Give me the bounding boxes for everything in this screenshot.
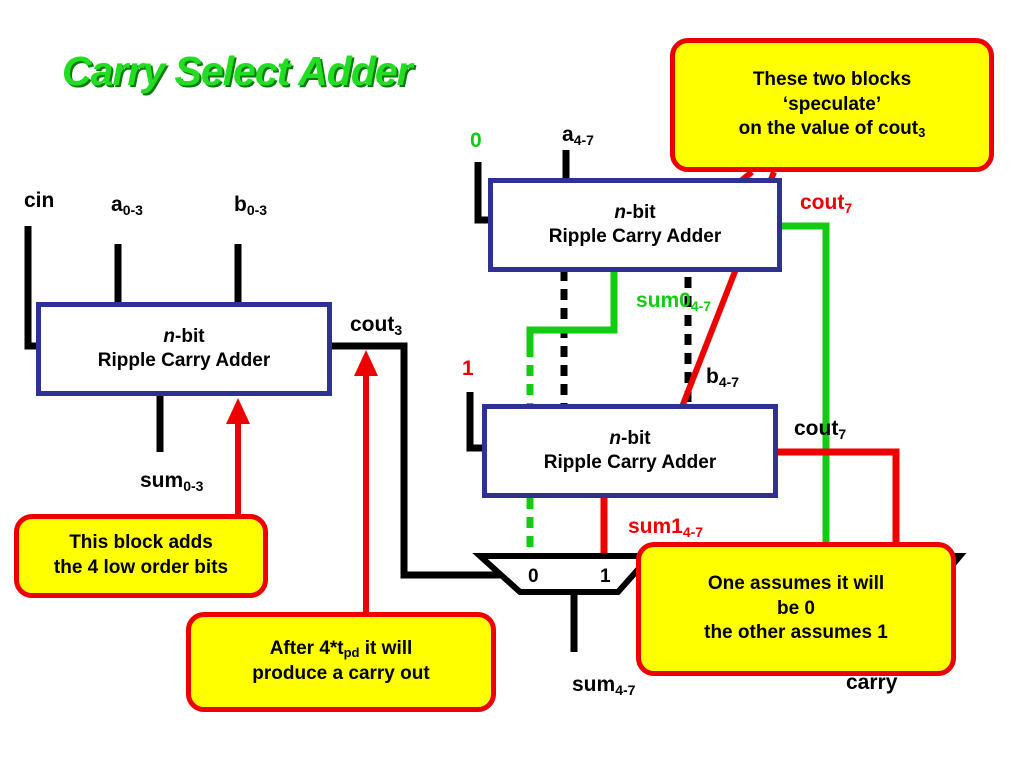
a03-label: a0-3: [111, 193, 143, 218]
low-order-callout: This block adds the 4 low order bits: [14, 514, 268, 598]
sum03-label: sum0-3: [140, 469, 204, 494]
cout7-bottom-label: cout7: [794, 417, 847, 442]
cout7-top-label: cout7: [800, 191, 853, 216]
adder-bit-label: n-bit: [163, 326, 205, 348]
one-input-wire: [466, 392, 484, 452]
adder-bit-label: n-bit: [609, 428, 651, 450]
zero-input-wire: [474, 162, 490, 224]
sum0-wire: [526, 270, 618, 346]
callout-line: ‘speculate’: [782, 93, 882, 115]
sum1-label: sum14-7: [628, 515, 704, 540]
a47-label: a4-7: [562, 123, 594, 148]
callout-line: These two blocks: [752, 68, 912, 90]
callout-line: be 0: [776, 597, 816, 619]
sum47-label: sum4-7: [572, 673, 636, 698]
arrow-carry-out-head: [354, 350, 378, 376]
low-order-adder-block: n-bit Ripple Carry Adder: [36, 302, 332, 396]
callout-line: This block adds: [69, 532, 213, 554]
carry-out-callout: After 4*tpd it will produce a carry out: [186, 612, 496, 712]
adder-name-label: Ripple Carry Adder: [97, 350, 271, 371]
adder-name-label: Ripple Carry Adder: [543, 452, 717, 473]
cout3-label: cout3: [350, 313, 403, 338]
b03-label: b0-3: [234, 193, 268, 218]
callout-line: on the value of cout3: [738, 118, 926, 141]
callout-line: After 4*tpd it will: [269, 638, 413, 661]
page-title: Carry Select Adder: [62, 48, 413, 94]
cout7-bottom-wire: [778, 448, 900, 560]
one-input-label: 1: [462, 357, 474, 380]
callout-line: the 4 low order bits: [53, 557, 229, 578]
mux-input-1-label: 1: [600, 566, 611, 587]
zero-input-label: 0: [470, 129, 482, 152]
sum0-label: sum04-7: [636, 289, 712, 314]
cout7-top-wire: [782, 222, 830, 560]
callout-line: produce a carry out: [252, 663, 430, 685]
speculative-adder-0-block: n-bit Ripple Carry Adder: [488, 178, 782, 272]
mux-input-0-label: 0: [528, 566, 539, 587]
speculate-callout: These two blocks ‘speculate’ on the valu…: [670, 38, 994, 172]
carry-label: carry: [846, 671, 898, 694]
cout3-wire: [332, 342, 500, 579]
sum-mux: [472, 553, 657, 595]
adder-bit-label: n-bit: [614, 202, 656, 224]
cin-label: cin: [24, 189, 55, 212]
arrow-low-order-head: [226, 398, 250, 424]
speculative-adder-1-block: n-bit Ripple Carry Adder: [482, 404, 778, 498]
callout-line: One assumes it will: [707, 572, 885, 594]
b47-label: b4-7: [706, 365, 740, 390]
callout-line: the other assumes 1: [704, 622, 888, 644]
adder-name-label: Ripple Carry Adder: [548, 226, 722, 247]
assumes-callout: One assumes it will be 0 the other assum…: [636, 542, 956, 676]
